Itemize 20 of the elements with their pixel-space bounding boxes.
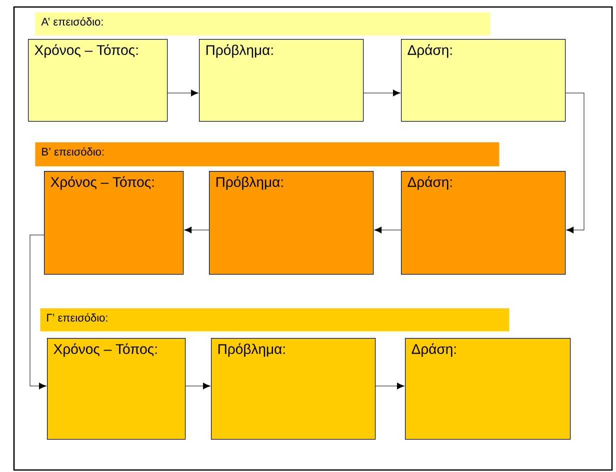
arrow bbox=[184, 226, 210, 234]
arrow bbox=[167, 90, 198, 96]
story-box: Πρόβλημα: bbox=[209, 171, 374, 275]
story-box: Δράση: bbox=[401, 39, 566, 122]
arrow bbox=[565, 92, 584, 234]
episode-band: Β’ επεισόδιο: bbox=[35, 142, 500, 166]
arrow bbox=[374, 226, 402, 234]
story-box: Χρόνος – Τόπος: bbox=[47, 338, 186, 440]
arrow bbox=[30, 234, 46, 390]
arrow bbox=[185, 382, 210, 390]
story-box: Πρόβλημα: bbox=[211, 338, 376, 440]
story-box: Δράση: bbox=[401, 171, 566, 275]
arrow bbox=[363, 90, 400, 96]
episode-band: Γ’ επεισόδιο: bbox=[40, 308, 510, 332]
episode-band: Α’ επεισόδιο: bbox=[35, 12, 490, 36]
story-box: Δράση: bbox=[405, 338, 571, 440]
arrow bbox=[375, 382, 404, 390]
story-box: Πρόβλημα: bbox=[199, 39, 364, 122]
story-box: Χρόνος – Τόπος: bbox=[28, 39, 168, 122]
story-box: Χρόνος – Τόπος: bbox=[44, 171, 184, 275]
